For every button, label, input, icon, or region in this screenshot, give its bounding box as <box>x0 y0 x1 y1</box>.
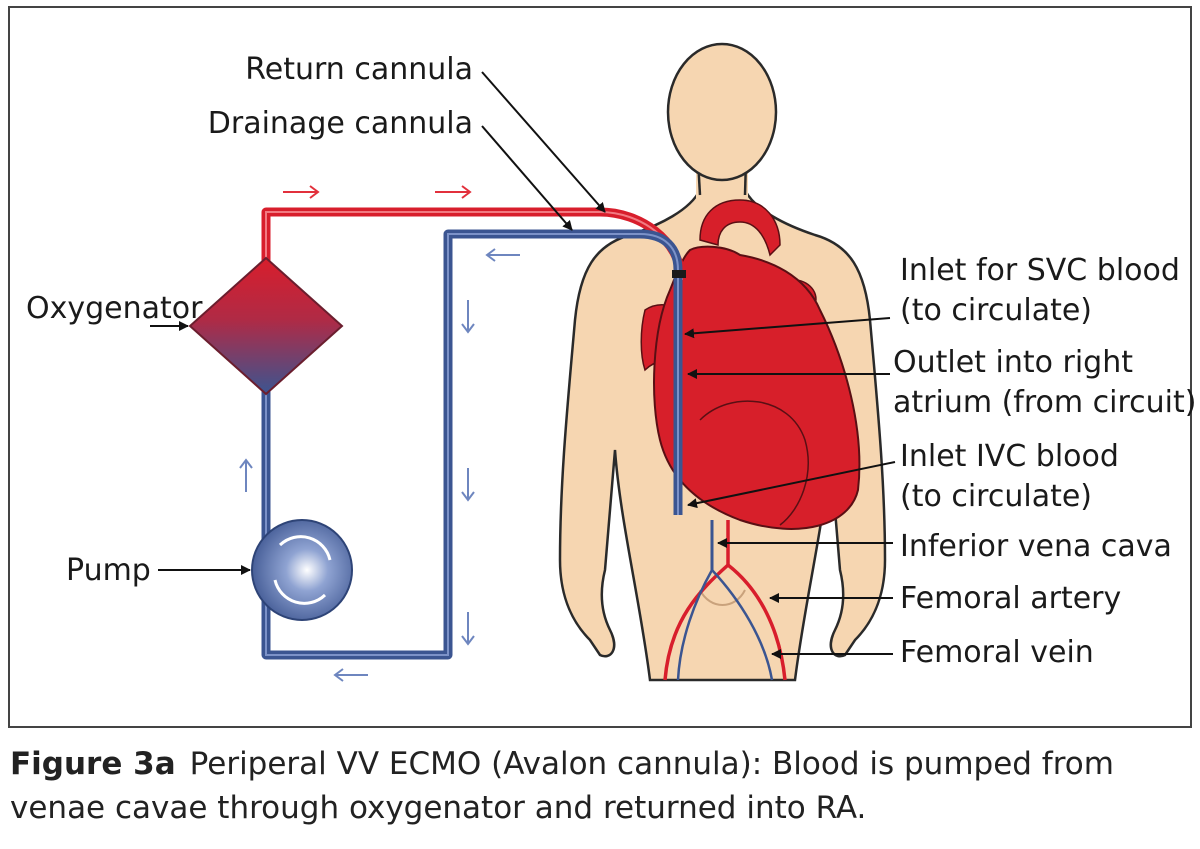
flow-arrow-red-1 <box>283 185 320 199</box>
label-femoral-vein: Femoral vein <box>900 635 1094 670</box>
flow-arrow-blue-down-2 <box>461 468 475 502</box>
pump-shape <box>251 519 353 621</box>
femoral-vein-left <box>676 569 714 681</box>
cannula-tip <box>672 270 686 278</box>
label-drainage-cannula: Drainage cannula <box>208 106 473 141</box>
pump-swirl-bottom <box>273 579 327 605</box>
label-outlet-ra-2: atrium (from circuit) <box>893 385 1196 420</box>
leader-inlet-svc <box>684 317 891 339</box>
flow-arrow-blue-down-1 <box>461 300 475 334</box>
label-inlet-svc-1: Inlet for SVC blood <box>900 253 1180 288</box>
femoral-vein-right <box>711 569 774 681</box>
caption-label: Figure 3a <box>10 746 176 782</box>
labels: Return cannula Drainage cannula Oxygenat… <box>26 52 1196 670</box>
flow-arrow-blue-left-top <box>485 248 520 262</box>
leader-return-cannula <box>481 71 606 213</box>
leader-drainage-cannula <box>481 125 573 231</box>
label-femoral-artery: Femoral artery <box>900 581 1121 616</box>
heart <box>640 199 861 530</box>
flow-arrow-blue-up <box>239 458 253 492</box>
label-inlet-svc-2: (to circulate) <box>900 293 1092 328</box>
label-inlet-ivc-2: (to circulate) <box>900 479 1092 514</box>
flow-arrow-blue-left-bottom <box>333 668 368 682</box>
label-inferior-vena-cava: Inferior vena cava <box>900 529 1172 564</box>
femoral-artery-right <box>726 563 787 681</box>
aorta-arch <box>699 199 781 257</box>
head <box>666 42 778 182</box>
flow-arrows <box>239 185 520 682</box>
label-oxygenator: Oxygenator <box>26 291 203 326</box>
label-inlet-ivc-1: Inlet IVC blood <box>900 439 1119 474</box>
label-outlet-ra-1: Outlet into right <box>893 345 1133 380</box>
groin-line <box>699 589 746 606</box>
ecmo-circuit <box>188 185 687 682</box>
femoral-artery-left <box>663 563 730 681</box>
pump-swirl-top <box>278 535 332 561</box>
leg-vessels <box>663 520 787 681</box>
label-pump: Pump <box>66 553 151 588</box>
leader-inlet-ivc <box>687 461 896 509</box>
heart-septum-line <box>699 400 809 526</box>
label-return-cannula: Return cannula <box>245 52 473 87</box>
caption-text: Periperal VV ECMO (Avalon cannula): Bloo… <box>10 746 1114 826</box>
drainage-line-highlight <box>265 233 679 656</box>
ecmo-diagram: Return cannula Drainage cannula Oxygenat… <box>26 42 1196 682</box>
flow-arrow-red-2 <box>435 185 472 199</box>
leader-lines <box>150 71 896 659</box>
oxygenator-shape <box>188 256 344 396</box>
flow-arrow-blue-down-3 <box>461 612 475 646</box>
